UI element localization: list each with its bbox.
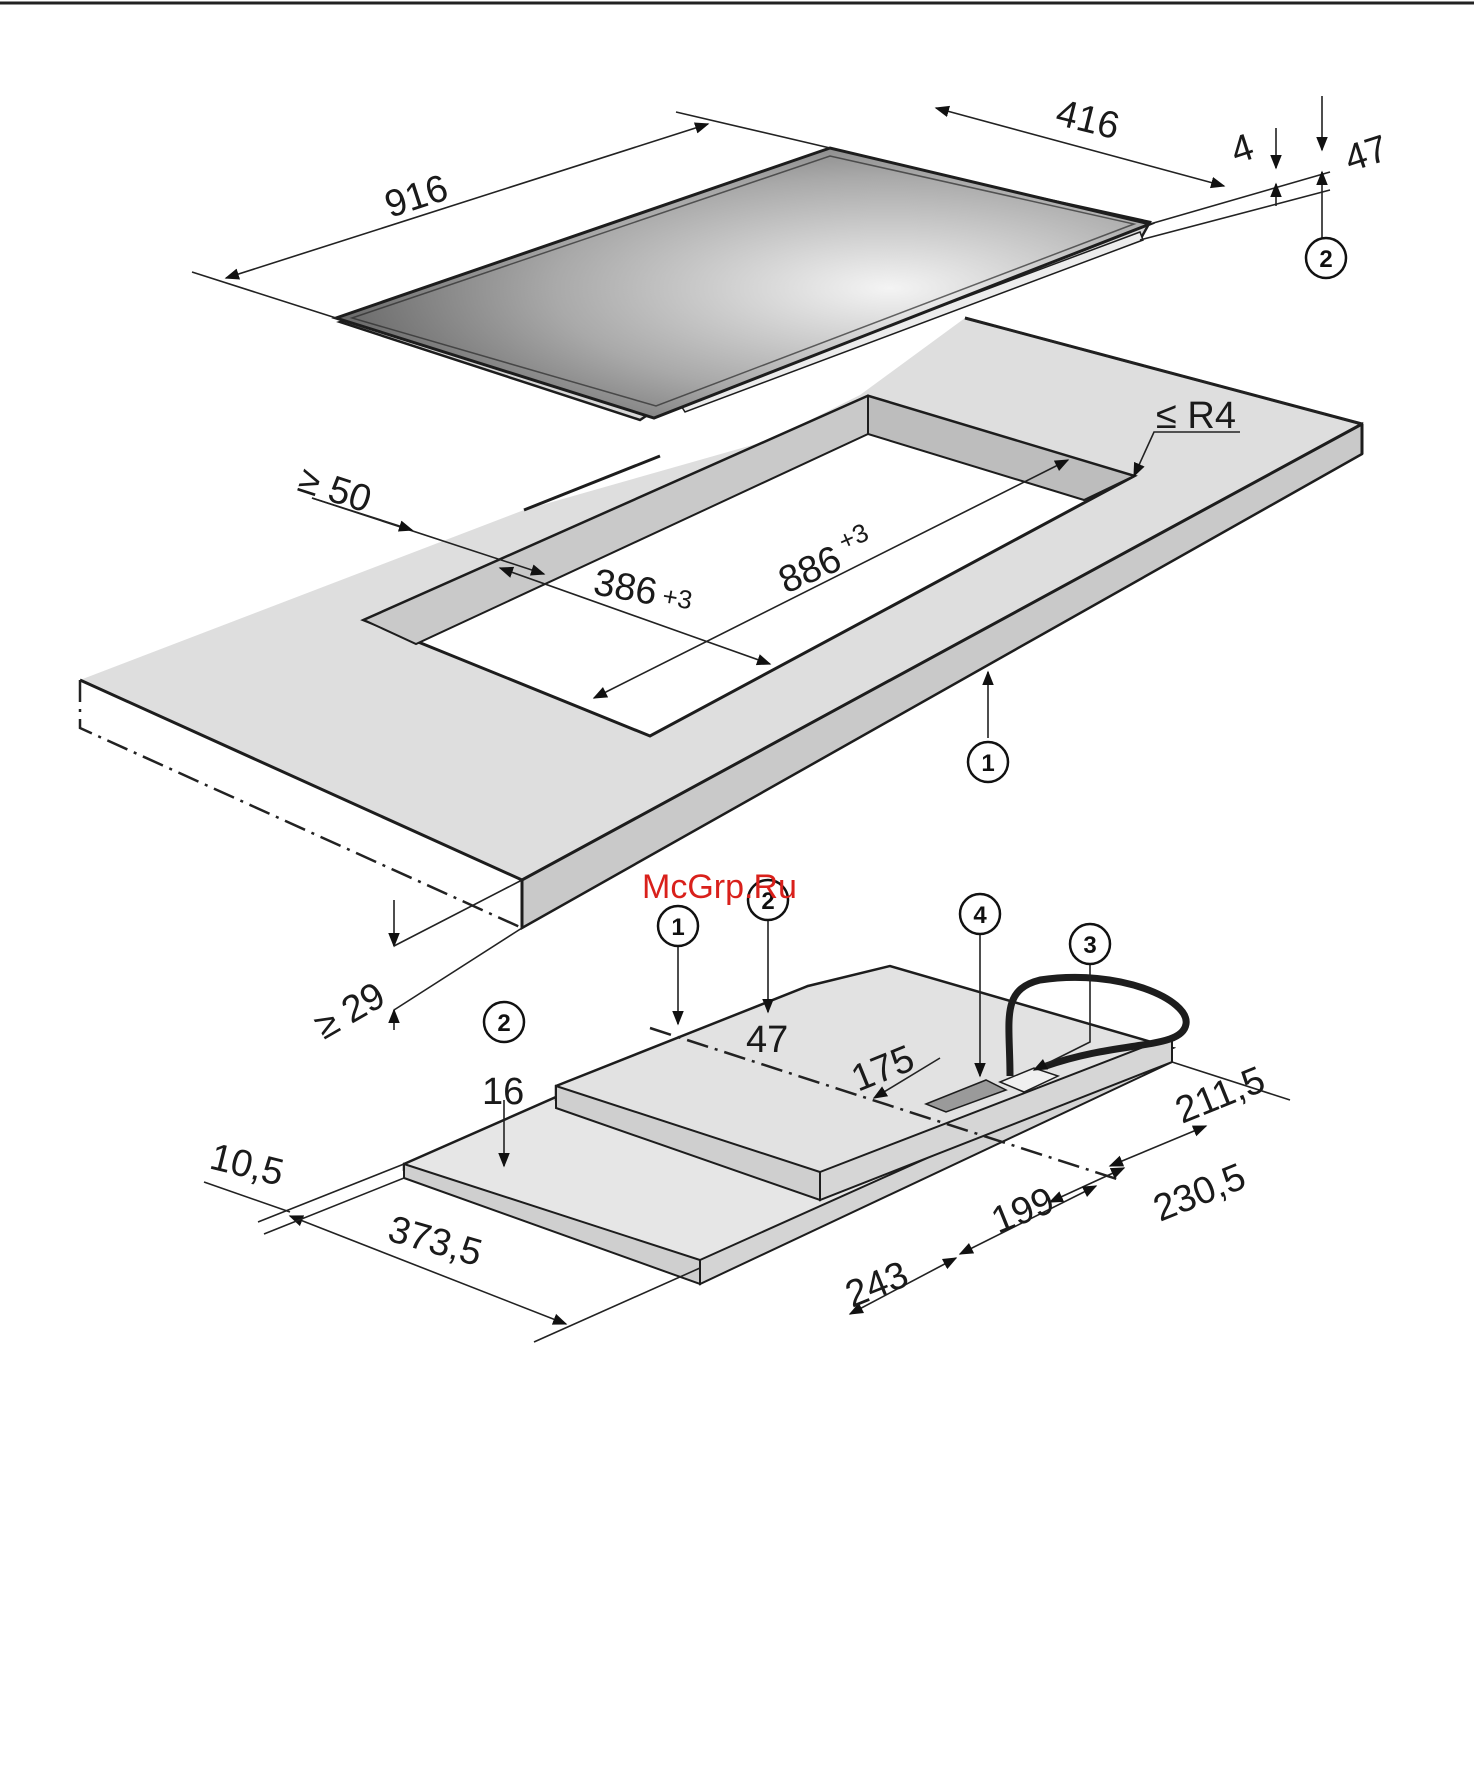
dim-radius: ≤ R4 xyxy=(1156,395,1236,437)
dim-916: 916 xyxy=(380,167,453,227)
dim-47: 47 xyxy=(1340,128,1393,181)
callout-1-worktop: 1 xyxy=(968,742,1008,782)
callout-2-left: 2 xyxy=(484,1002,524,1042)
dim-10-5: 10,5 xyxy=(206,1136,288,1195)
dim-230-5: 230,5 xyxy=(1148,1156,1252,1231)
callout-1-bottom: 1 xyxy=(658,906,698,946)
svg-text:4: 4 xyxy=(973,902,987,929)
dim-min-50: ≥ 50 xyxy=(293,459,376,522)
svg-text:1: 1 xyxy=(671,914,684,941)
callout-4: 4 xyxy=(960,894,1000,934)
svg-text:2: 2 xyxy=(1319,246,1332,273)
dim-bottom-16: 16 xyxy=(482,1071,524,1113)
svg-text:1: 1 xyxy=(981,750,994,777)
dim-199: 199 xyxy=(986,1180,1061,1243)
dim-min-29: ≥ 29 xyxy=(308,975,393,1048)
dim-4: 4 xyxy=(1226,126,1259,172)
dim-416: 416 xyxy=(1052,92,1124,148)
callout-2-top: 2 xyxy=(1306,238,1346,278)
dim-243: 243 xyxy=(840,1254,915,1317)
dim-bottom-47: 47 xyxy=(746,1019,788,1061)
callout-3: 3 xyxy=(1070,924,1110,964)
svg-text:+3: +3 xyxy=(660,581,694,616)
svg-text:3: 3 xyxy=(1083,932,1096,959)
watermark: McGrp.Ru xyxy=(642,868,797,906)
dim-373-5: 373,5 xyxy=(384,1208,487,1275)
dim-211-5: 211,5 xyxy=(1170,1059,1271,1133)
svg-text:2: 2 xyxy=(497,1010,510,1037)
